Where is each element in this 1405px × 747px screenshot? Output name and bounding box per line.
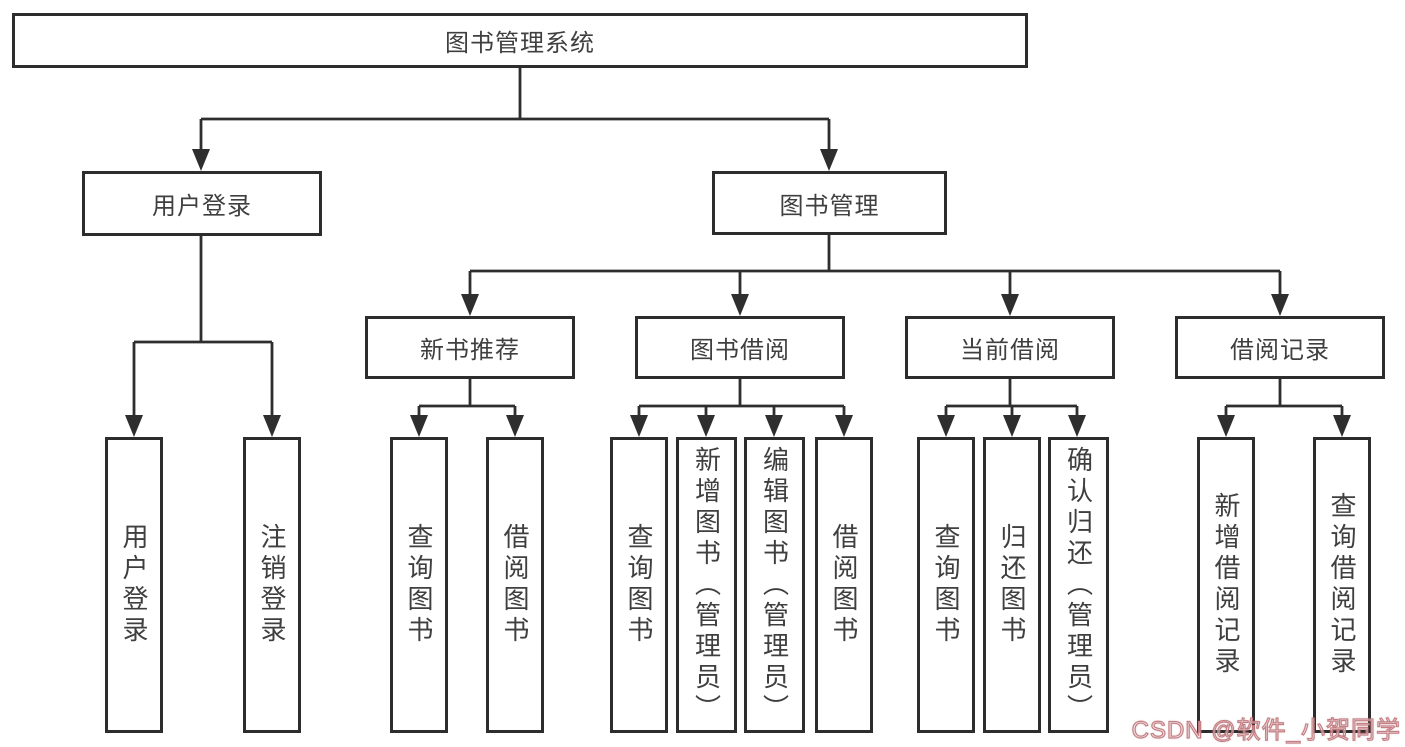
- leaf-query-books-current: 查询图书: [917, 437, 975, 733]
- leaf-label: 借阅图书: [829, 523, 859, 647]
- leaf-user-login: 用户登录: [105, 437, 163, 733]
- leaf-add-borrow-record: 新增借阅记录: [1197, 437, 1255, 733]
- leaf-return-book: 归还图书: [983, 437, 1041, 733]
- leaf-query-borrow-record: 查询借阅记录: [1313, 437, 1371, 733]
- leaf-label: 注销登录: [257, 523, 287, 647]
- leaf-label: 查询借阅记录: [1327, 492, 1357, 678]
- leaf-label: 归还图书: [997, 523, 1027, 647]
- node-current-borrow: 当前借阅: [905, 316, 1115, 379]
- leaf-label: 新增图书（管理员）: [691, 445, 722, 725]
- leaf-borrow-books: 借阅图书: [815, 437, 873, 733]
- leaf-label: 新增借阅记录: [1211, 492, 1241, 678]
- leaf-logout: 注销登录: [243, 437, 301, 733]
- leaf-label: 借阅图书: [500, 523, 530, 647]
- leaf-label: 查询图书: [624, 523, 654, 647]
- leaf-edit-book-admin: 编辑图书（管理员）: [744, 437, 805, 733]
- leaf-query-books-borrow: 查询图书: [610, 437, 668, 733]
- node-borrow-records: 借阅记录: [1175, 316, 1385, 379]
- csdn-watermark: CSDN @软件_小贺同学: [1131, 716, 1401, 744]
- node-new-book-recommend: 新书推荐: [365, 316, 575, 379]
- leaf-label: 查询图书: [404, 523, 434, 647]
- node-user-login: 用户登录: [82, 171, 322, 236]
- leaf-label: 用户登录: [119, 523, 149, 647]
- root-node-library-system: 图书管理系统: [12, 13, 1028, 68]
- leaf-add-book-admin: 新增图书（管理员）: [676, 437, 737, 733]
- leaf-borrow-books-recommend: 借阅图书: [486, 437, 544, 733]
- leaf-confirm-return-admin: 确认归还（管理员）: [1048, 437, 1109, 733]
- leaf-label: 查询图书: [931, 523, 961, 647]
- node-book-borrow: 图书借阅: [635, 316, 845, 379]
- leaf-label: 确认归还（管理员）: [1063, 445, 1094, 725]
- leaf-label: 编辑图书（管理员）: [759, 445, 790, 725]
- leaf-query-books-recommend: 查询图书: [390, 437, 448, 733]
- node-book-management: 图书管理: [712, 171, 947, 235]
